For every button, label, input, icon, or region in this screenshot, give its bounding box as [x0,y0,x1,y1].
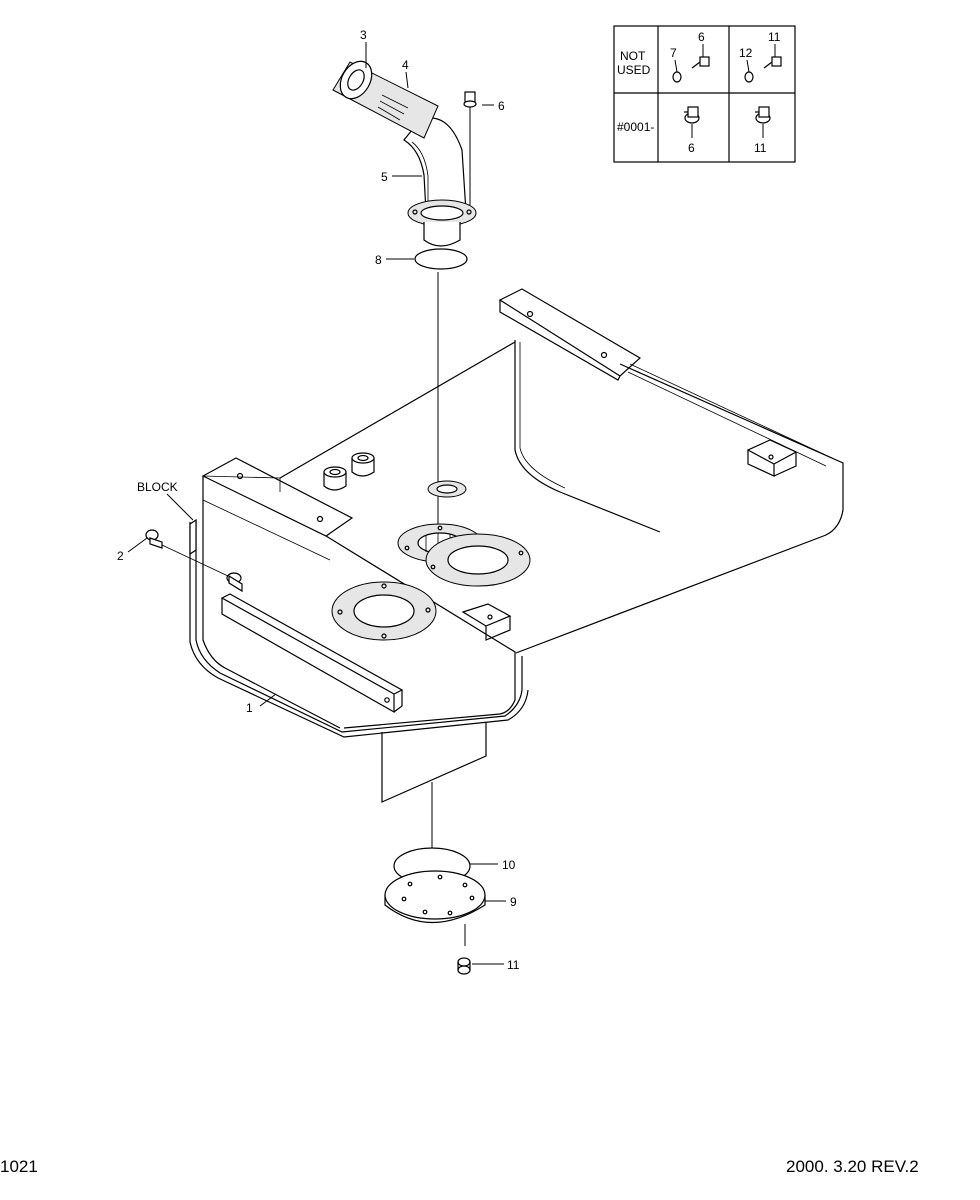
gasket-8 [414,248,468,270]
bolt-icon [763,56,782,69]
rear-bracket [498,288,642,377]
page-number: 1021 [0,1157,38,1176]
drain-plug [226,572,243,593]
callout-2: 2 [117,549,124,563]
table-part-7: 7 [670,46,677,60]
bottom-plate-assembly [384,847,486,975]
bolt-6-icon [463,91,477,205]
variant-table: NOT USED #0001- 7 6 12 11 6 [613,25,796,163]
inner-block [461,603,512,627]
table-row1-label-line1: NOT [620,49,646,63]
callout-9: 9 [510,895,517,909]
callout-block: BLOCK [137,480,178,494]
front-panel-top [201,457,354,537]
bolt-2-icon [145,529,229,577]
callout-4: 4 [402,58,409,72]
table-part-6-variant: 6 [688,141,695,155]
washer-icon [672,71,682,83]
right-bracket [746,439,798,465]
tank-boss [351,452,375,477]
callout-8: 8 [375,253,382,267]
table-row1-label-line2: USED [617,63,651,77]
fuel-tank [189,288,844,738]
callout-10: 10 [502,858,516,872]
tank-boss [323,466,347,491]
washer-icon [744,71,754,83]
callout-3: 3 [360,28,367,42]
callout-6: 6 [498,99,505,113]
table-part-11: 11 [768,30,781,44]
bolt-icon [691,56,710,69]
date-revision: 2000. 3.20 REV.2 [786,1157,919,1176]
callout-1: 1 [246,701,253,715]
bolt-with-washer-icon [755,106,771,124]
bottom-cover-shadow [381,722,487,848]
bolt-with-washer-icon [684,106,700,124]
table-part-12: 12 [739,46,753,60]
table-part-11-variant: 11 [754,141,767,155]
table-part-6: 6 [698,30,705,44]
block-part [189,518,197,556]
cover-plate-9 [384,870,486,920]
table-row2-label: #0001- [617,120,654,134]
callout-5: 5 [381,170,388,184]
callout-11: 11 [507,958,520,972]
bolt-11-icon [457,957,471,975]
